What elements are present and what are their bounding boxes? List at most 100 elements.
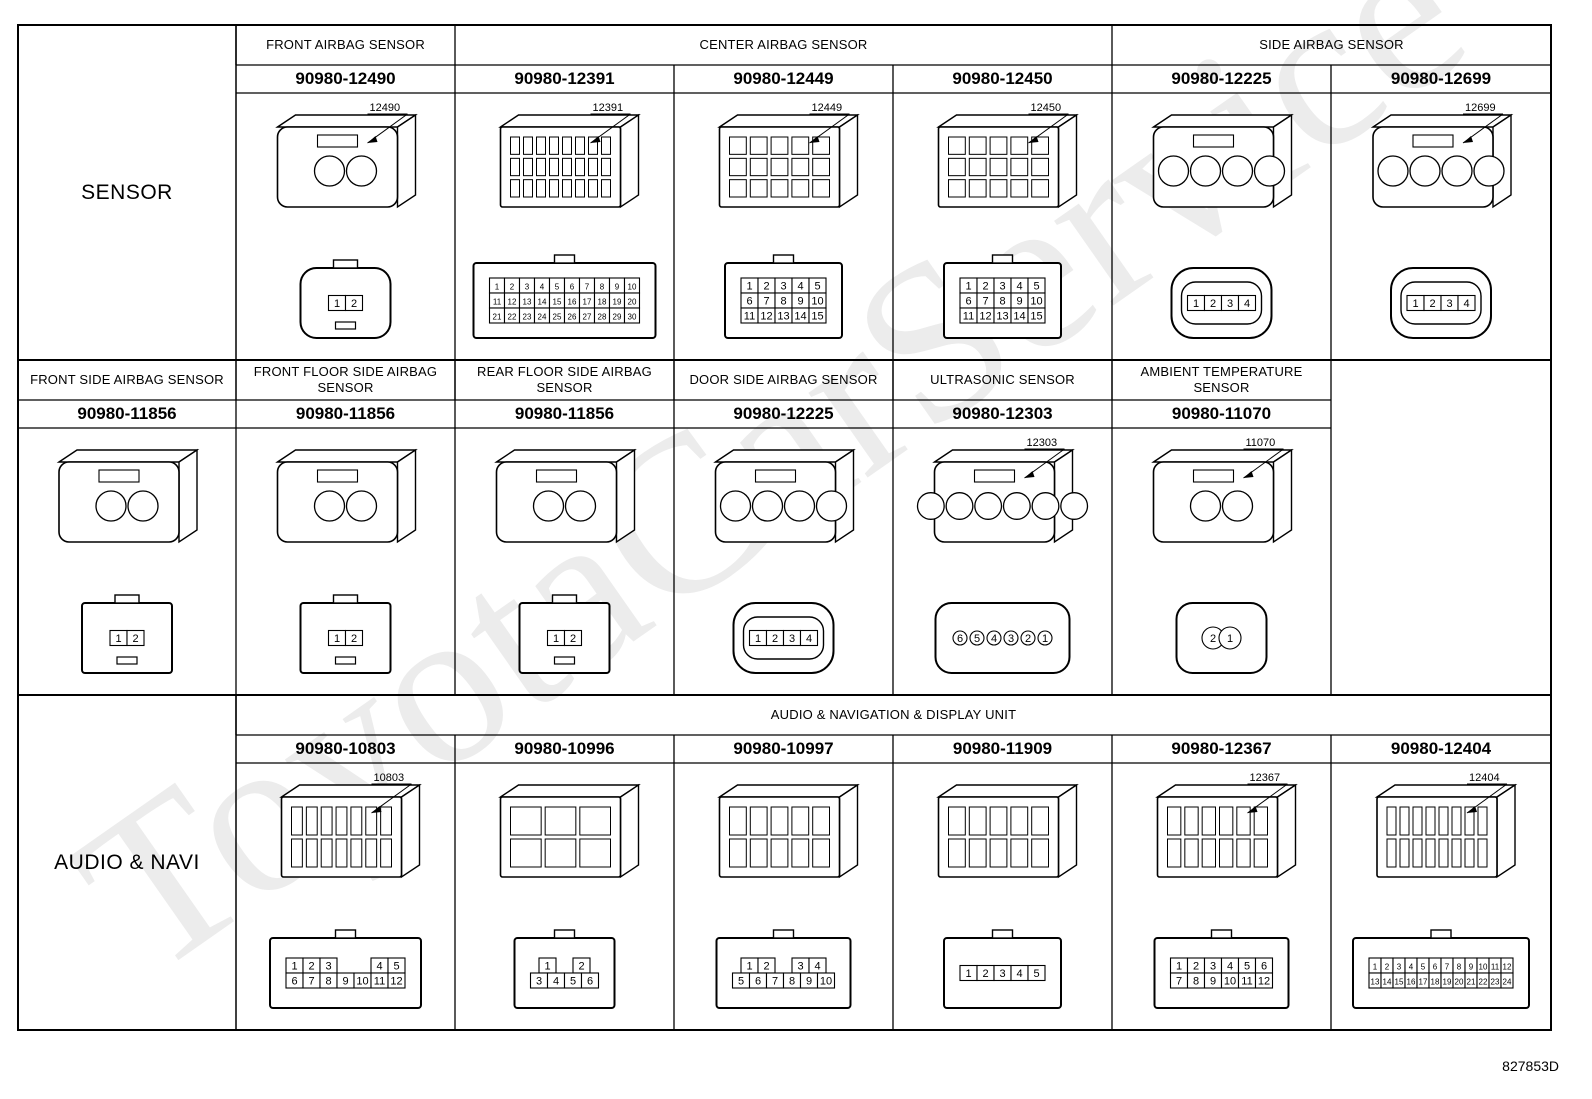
pin-number: 1 (965, 281, 971, 293)
pin-cell (1237, 294, 1257, 312)
pin-number: 4 (1244, 298, 1250, 310)
pin-number: 12 (1258, 976, 1270, 988)
pin-number: 10 (1479, 963, 1488, 972)
pin-number: 2 (1193, 961, 1199, 973)
part-number: 90980-10997 (733, 738, 834, 758)
category-header: SIDE AIRBAG SENSOR (1259, 37, 1404, 53)
callout-label: 12391 (593, 102, 624, 114)
pin-number: 16 (568, 298, 577, 307)
pin-number: 1 (1193, 298, 1199, 310)
pin-number: 8 (1193, 976, 1199, 988)
pin-number: 2 (763, 961, 769, 973)
connector-body-drawing (936, 783, 1079, 879)
pin-number: 3 (999, 281, 1005, 293)
pin-number: 6 (755, 976, 761, 988)
pin-cell (1020, 630, 1036, 646)
pin-number: 5 (1421, 963, 1426, 972)
connector-body-drawing (1155, 783, 1298, 879)
pin-number: 15 (1030, 311, 1042, 323)
part-number: 90980-12404 (1390, 738, 1492, 758)
table-frame (17, 24, 1552, 1031)
pin-number: 3 (780, 281, 786, 293)
connector-body-drawing (279, 783, 422, 879)
pin-number: 4 (1463, 298, 1469, 310)
pin-number: 14 (538, 298, 547, 307)
pin-number: 7 (1445, 963, 1450, 972)
category-header: AUDIO & NAVIGATION & DISPLAY UNIT (770, 707, 1017, 723)
pin-number: 15 (811, 311, 823, 323)
pin-number: 8 (325, 976, 331, 988)
pin-number: 29 (613, 313, 622, 322)
pin-number: 4 (376, 961, 382, 973)
pin-cell (580, 972, 600, 989)
pin-number: 6 (965, 296, 971, 308)
pin-cell (969, 630, 985, 646)
pin-number: 1 (553, 633, 559, 645)
pin-number: 7 (763, 296, 769, 308)
pin-number: 9 (806, 976, 812, 988)
pin-number: 6 (1261, 961, 1267, 973)
pin-number: 4 (540, 283, 545, 292)
category-header: FRONT FLOOR SIDE AIRBAG SENSOR (253, 364, 438, 395)
category-header: FRONT SIDE AIRBAG SENSOR (30, 372, 224, 388)
pin-number: 2 (1429, 298, 1435, 310)
part-number: 90980-12303 (952, 403, 1053, 423)
pin-number: 13 (1371, 978, 1380, 987)
pin-number: 5 (1244, 961, 1250, 973)
pin-number: 17 (583, 298, 592, 307)
connector-body-drawing (717, 783, 860, 879)
category-header: DOOR SIDE AIRBAG SENSOR (689, 372, 878, 388)
pin-number: 3 (1227, 298, 1233, 310)
pin-number: 4 (797, 281, 803, 293)
part-number: 90980-11856 (77, 403, 177, 423)
connector-body-drawing (275, 448, 418, 544)
part-number: 90980-11070 (1171, 403, 1272, 423)
pin-number: 2 (1025, 633, 1031, 645)
pin-number: 1 (291, 961, 297, 973)
pin-number: 1 (544, 961, 550, 973)
callout-label: 12303 (1027, 437, 1058, 449)
pin-number: 1 (1042, 633, 1048, 645)
category-header: FRONT AIRBAG SENSOR (266, 37, 425, 53)
pin-number: 14 (794, 311, 806, 323)
pin-number: 4 (806, 633, 812, 645)
connector-body-drawing (713, 448, 856, 544)
pin-number: 9 (1210, 976, 1216, 988)
pin-number: 3 (1210, 961, 1216, 973)
pin-number: 12 (508, 298, 517, 307)
part-number: 90980-11856 (295, 403, 396, 423)
pin-number: 3 (789, 633, 795, 645)
pin-number: 9 (1469, 963, 1474, 972)
pin-number: 6 (570, 283, 575, 292)
part-number: 90980-12450 (952, 68, 1053, 88)
category-header: ULTRASONIC SENSOR (930, 372, 1075, 388)
pin-number: 8 (600, 283, 605, 292)
category-header: REAR FLOOR SIDE AIRBAG SENSOR (477, 364, 652, 395)
pin-number: 2 (982, 281, 988, 293)
pin-number: 3 (536, 976, 542, 988)
pin-cell (1500, 972, 1514, 989)
pin-number: 6 (291, 976, 297, 988)
pin-cell (952, 630, 968, 646)
pin-number: 3 (1446, 298, 1452, 310)
callout-label: 12699 (1465, 102, 1496, 114)
pin-number: 2 (132, 633, 138, 645)
pin-number: 21 (493, 313, 502, 322)
pin-number: 10 (628, 283, 637, 292)
pin-number: 8 (789, 976, 795, 988)
part-number: 90980-12699 (1390, 68, 1492, 88)
pin-number: 19 (613, 298, 622, 307)
